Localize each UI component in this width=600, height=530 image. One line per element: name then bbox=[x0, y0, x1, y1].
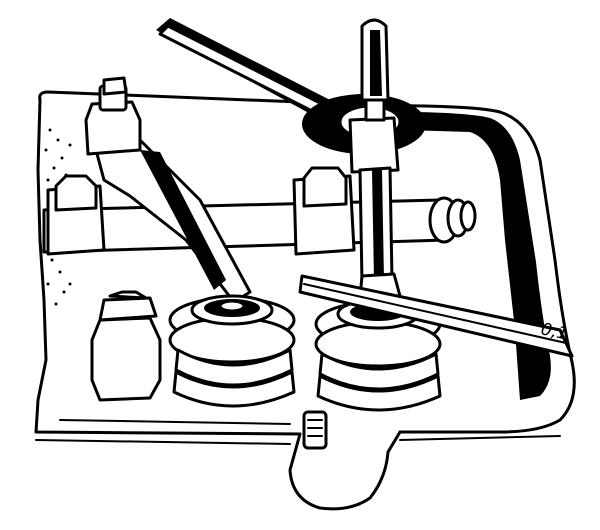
stipple-shading bbox=[44, 128, 72, 306]
adjusting-screw bbox=[348, 116, 402, 300]
screwdriver bbox=[360, 18, 390, 122]
cap-nut bbox=[90, 290, 162, 402]
feeler-gauge: 0,1 bbox=[298, 274, 574, 358]
rocker-arm-left bbox=[84, 76, 252, 304]
stud bbox=[302, 410, 328, 450]
shaft-support-left bbox=[46, 174, 106, 256]
cylinder-head-casting bbox=[34, 90, 576, 511]
valve-spring-left bbox=[168, 294, 296, 408]
rocker-shaft bbox=[42, 196, 477, 254]
shaft-support-right bbox=[292, 166, 356, 256]
